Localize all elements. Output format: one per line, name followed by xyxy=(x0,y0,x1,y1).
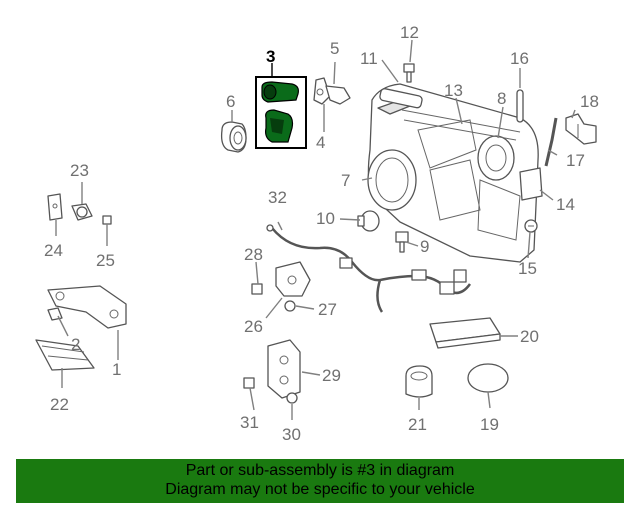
callout-15[interactable]: 15 xyxy=(518,259,537,278)
callout-10[interactable]: 10 xyxy=(316,209,335,228)
callout-25[interactable]: 25 xyxy=(96,251,115,270)
callout-24[interactable]: 24 xyxy=(44,241,63,260)
part-16 xyxy=(516,89,524,123)
parts-diagram: 1 2 3 4 5 6 7 8 9 10 11 12 13 14 15 16 1… xyxy=(35,23,599,444)
callout-13[interactable]: 13 xyxy=(444,81,463,100)
highlight-box xyxy=(255,76,307,149)
callout-22[interactable]: 22 xyxy=(50,395,69,414)
callout-2[interactable]: 2 xyxy=(71,335,80,354)
callout-5[interactable]: 5 xyxy=(330,39,339,58)
door-inner-panel xyxy=(367,83,543,263)
callout-28[interactable]: 28 xyxy=(244,245,263,264)
callout-4[interactable]: 4 xyxy=(316,133,325,152)
callout-labels: 1 2 3 4 5 6 7 8 9 10 11 12 13 14 15 16 1… xyxy=(44,23,599,444)
banner-line-2: Diagram may not be specific to your vehi… xyxy=(165,481,475,498)
callout-14[interactable]: 14 xyxy=(556,195,575,214)
part-9 xyxy=(395,231,409,253)
callout-20[interactable]: 20 xyxy=(520,327,539,346)
callout-7[interactable]: 7 xyxy=(341,171,350,190)
part-32-wiring xyxy=(266,224,472,313)
callout-19[interactable]: 19 xyxy=(480,415,499,434)
callout-26[interactable]: 26 xyxy=(244,317,263,336)
leader-lines xyxy=(55,39,576,420)
part-26-hinge xyxy=(251,261,311,312)
part-21 xyxy=(405,365,433,398)
callout-8[interactable]: 8 xyxy=(497,89,506,108)
part-19 xyxy=(467,363,509,393)
part-18 xyxy=(565,113,597,145)
part-23-24-25 xyxy=(47,193,112,225)
callout-32[interactable]: 32 xyxy=(268,188,287,207)
callout-29[interactable]: 29 xyxy=(322,366,341,385)
part-3-illustration xyxy=(261,81,299,143)
part-1-2 xyxy=(47,285,127,329)
callout-16[interactable]: 16 xyxy=(510,49,529,68)
part-15 xyxy=(524,219,538,233)
callout-31[interactable]: 31 xyxy=(240,413,259,432)
part-22 xyxy=(35,339,95,371)
banner-line-1: Part or sub-assembly is #3 in diagram xyxy=(185,462,455,479)
part-12 xyxy=(403,63,415,83)
part-10 xyxy=(357,210,380,232)
callout-6[interactable]: 6 xyxy=(226,92,235,111)
callout-12[interactable]: 12 xyxy=(400,23,419,42)
callout-27[interactable]: 27 xyxy=(318,300,337,319)
callout-9[interactable]: 9 xyxy=(420,237,429,256)
info-banner: Part or sub-assembly is #3 in diagram Di… xyxy=(16,459,624,503)
part-20 xyxy=(429,317,501,349)
callout-11[interactable]: 11 xyxy=(360,49,378,68)
part-4-5-bracket xyxy=(313,77,351,105)
callout-3[interactable]: 3 xyxy=(266,47,275,66)
callout-1[interactable]: 1 xyxy=(112,360,121,379)
callout-18[interactable]: 18 xyxy=(580,92,599,111)
part-29-hinge xyxy=(243,339,301,404)
part-6 xyxy=(220,121,247,153)
callout-30[interactable]: 30 xyxy=(282,425,301,444)
part-3-highlight-group[interactable] xyxy=(255,63,307,149)
part-17 xyxy=(544,117,558,167)
callout-17[interactable]: 17 xyxy=(566,151,585,170)
callout-23[interactable]: 23 xyxy=(70,161,89,180)
callout-21[interactable]: 21 xyxy=(408,415,427,434)
